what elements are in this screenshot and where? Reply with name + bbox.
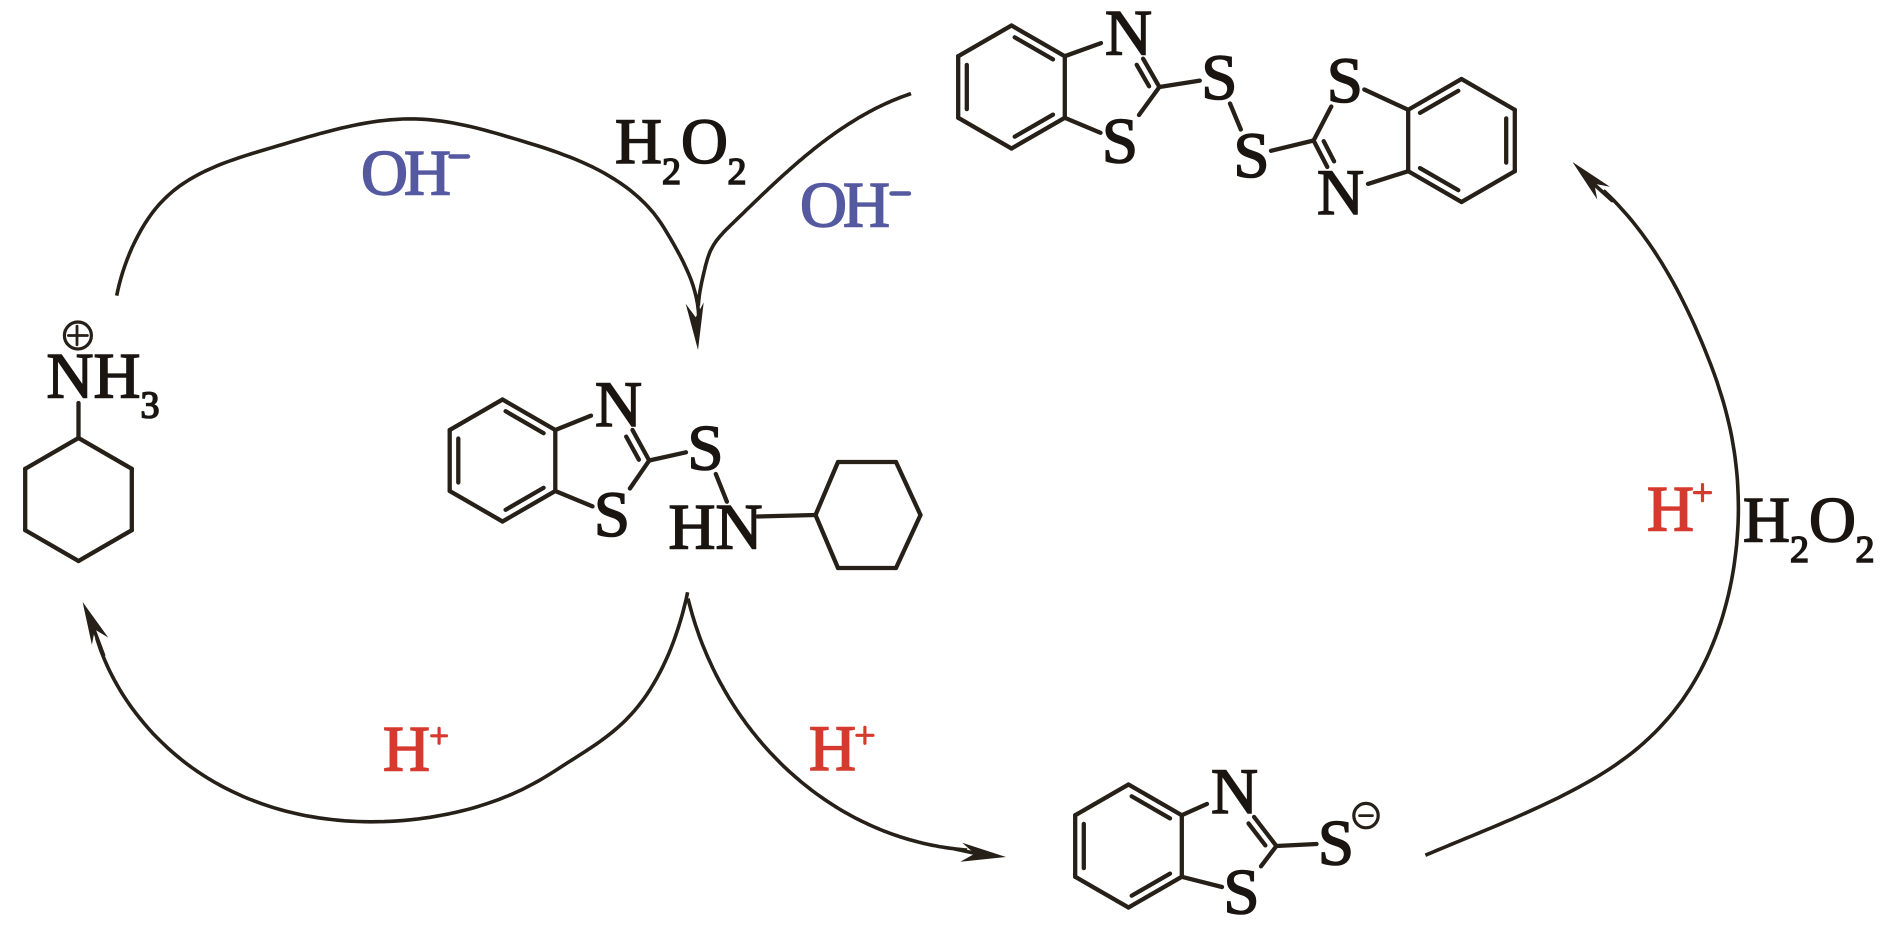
svg-text:2: 2 (728, 151, 747, 193)
svg-text:3: 3 (141, 385, 160, 427)
svg-text:S: S (1318, 808, 1354, 880)
svg-text:H: H (1647, 474, 1694, 546)
svg-text:S: S (1327, 45, 1363, 117)
svg-text:2: 2 (1790, 529, 1809, 571)
svg-text:NH: NH (47, 340, 141, 412)
svg-text:2: 2 (1856, 529, 1875, 571)
svg-text:HN: HN (669, 492, 763, 564)
svg-text:S: S (1223, 857, 1259, 929)
svg-text:H: H (383, 714, 430, 786)
svg-text:N: N (1317, 157, 1364, 229)
svg-text:H: H (809, 713, 856, 785)
svg-text:S: S (687, 413, 723, 485)
svg-text:S: S (1201, 42, 1237, 114)
svg-text:S: S (594, 479, 630, 551)
svg-text:OH: OH (800, 170, 889, 242)
svg-text:OH: OH (361, 138, 450, 210)
svg-text:H: H (1743, 485, 1790, 557)
svg-text:N: N (1211, 756, 1258, 828)
svg-text:S: S (1102, 106, 1138, 178)
svg-text:N: N (595, 369, 642, 441)
svg-text:O: O (1809, 485, 1856, 557)
svg-text:H: H (615, 106, 662, 178)
svg-text:O: O (681, 106, 728, 178)
svg-text:N: N (1105, 0, 1152, 70)
svg-text:S: S (1233, 120, 1269, 192)
svg-text:2: 2 (662, 151, 681, 193)
